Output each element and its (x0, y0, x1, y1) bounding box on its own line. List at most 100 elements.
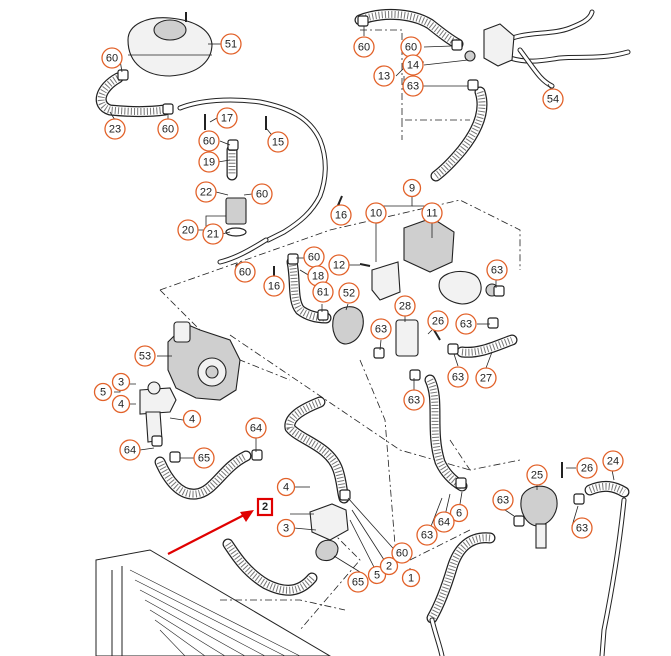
callout-number: 64 (250, 423, 262, 435)
callout-63[interactable]: 63 (416, 524, 438, 546)
callout-16[interactable]: 16 (263, 275, 285, 297)
callout-65[interactable]: 65 (347, 571, 369, 593)
grouping-lines (159, 29, 521, 631)
callout-51[interactable]: 51 (220, 33, 242, 55)
callout-63[interactable]: 63 (447, 366, 469, 388)
callout-number: 23 (109, 124, 121, 136)
callout-63[interactable]: 63 (402, 75, 424, 97)
callout-13[interactable]: 13 (373, 65, 395, 87)
callout-22[interactable]: 22 (195, 181, 217, 203)
callout-63[interactable]: 63 (486, 259, 508, 281)
callout-circle (347, 571, 369, 593)
callout-number: 63 (497, 495, 509, 507)
callout-circle (312, 281, 334, 303)
radiator (95, 549, 331, 656)
callout-circle (195, 181, 217, 203)
callout-17[interactable]: 17 (216, 107, 238, 129)
callout-circle (111, 372, 131, 392)
callout-circle (486, 259, 508, 281)
callout-65[interactable]: 65 (193, 447, 215, 469)
callout-20[interactable]: 20 (177, 219, 199, 241)
callout-52[interactable]: 52 (338, 282, 360, 304)
callout-10[interactable]: 10 (365, 202, 387, 224)
callout-circle (338, 282, 360, 304)
callout-60[interactable]: 60 (353, 36, 375, 58)
callout-number: 60 (405, 42, 417, 54)
callout-63[interactable]: 63 (571, 517, 593, 539)
callout-61[interactable]: 61 (312, 281, 334, 303)
callout-number: 65 (198, 453, 210, 465)
callout-64[interactable]: 64 (433, 511, 455, 533)
callout-circle (251, 183, 273, 205)
callout-1[interactable]: 1 (401, 568, 421, 588)
callout-63[interactable]: 63 (492, 489, 514, 511)
callout-number: 14 (407, 60, 419, 72)
callout-63[interactable]: 63 (455, 313, 477, 335)
callout-circle (542, 88, 564, 110)
callout-circle (276, 518, 296, 538)
callout-4[interactable]: 4 (111, 394, 131, 414)
callout-11[interactable]: 11 (421, 202, 443, 224)
callout-circle (220, 33, 242, 55)
callout-6[interactable]: 6 (449, 503, 469, 523)
callout-60[interactable]: 60 (198, 130, 220, 152)
callout-3[interactable]: 3 (276, 518, 296, 538)
callout-number: 65 (352, 577, 364, 589)
callout-number: 4 (283, 482, 289, 494)
callout-2[interactable]: 2 (379, 556, 399, 576)
callout-53[interactable]: 53 (134, 345, 156, 367)
callout-number: 54 (547, 94, 559, 106)
callout-24[interactable]: 24 (602, 450, 624, 472)
callout-circle (216, 107, 238, 129)
callout-14[interactable]: 14 (402, 54, 424, 76)
callout-circle (263, 275, 285, 297)
callout-60[interactable]: 60 (251, 183, 273, 205)
callout-60[interactable]: 60 (234, 261, 256, 283)
callout-60[interactable]: 60 (101, 47, 123, 69)
callout-26[interactable]: 26 (576, 457, 598, 479)
aux-pump (520, 485, 558, 527)
callout-64[interactable]: 64 (119, 439, 141, 461)
callout-27[interactable]: 27 (475, 367, 497, 389)
callout-circle (402, 75, 424, 97)
callout-circle (111, 394, 131, 414)
callout-64[interactable]: 64 (245, 417, 267, 439)
callout-circle (447, 366, 469, 388)
callout-circle (104, 118, 126, 140)
callout-26[interactable]: 26 (427, 310, 449, 332)
callout-circle (193, 447, 215, 469)
callout-63[interactable]: 63 (370, 318, 392, 340)
callout-4[interactable]: 4 (182, 409, 202, 429)
callout-number: 11 (426, 208, 437, 220)
callout-25[interactable]: 25 (526, 464, 548, 486)
callout-number: 63 (460, 319, 472, 331)
callout-18[interactable]: 18 (307, 265, 329, 287)
callout-circle (134, 345, 156, 367)
callout-5[interactable]: 5 (93, 382, 113, 402)
callout-number: 26 (581, 463, 593, 475)
callout-circle (421, 202, 443, 224)
callout-circle (373, 65, 395, 87)
callout-12[interactable]: 12 (328, 254, 350, 276)
callout-15[interactable]: 15 (267, 131, 289, 153)
callout-63[interactable]: 63 (403, 389, 425, 411)
highlighted-callout[interactable]: 2 (256, 497, 274, 517)
callout-60[interactable]: 60 (303, 246, 325, 268)
callout-number: 64 (438, 517, 450, 529)
callout-54[interactable]: 54 (542, 88, 564, 110)
callout-3[interactable]: 3 (111, 372, 131, 392)
callout-4[interactable]: 4 (276, 477, 296, 497)
callout-60[interactable]: 60 (157, 118, 179, 140)
callout-19[interactable]: 19 (198, 151, 220, 173)
callout-circle (402, 178, 422, 198)
callout-number: 60 (162, 124, 174, 136)
callout-60[interactable]: 60 (391, 542, 413, 564)
callout-23[interactable]: 23 (104, 118, 126, 140)
callout-28[interactable]: 28 (394, 295, 416, 317)
callout-16[interactable]: 16 (330, 204, 352, 226)
callout-9[interactable]: 9 (402, 178, 422, 198)
callout-circle (402, 54, 424, 76)
callout-60[interactable]: 60 (400, 36, 422, 58)
callout-circle (370, 318, 392, 340)
callout-21[interactable]: 21 (202, 223, 224, 245)
